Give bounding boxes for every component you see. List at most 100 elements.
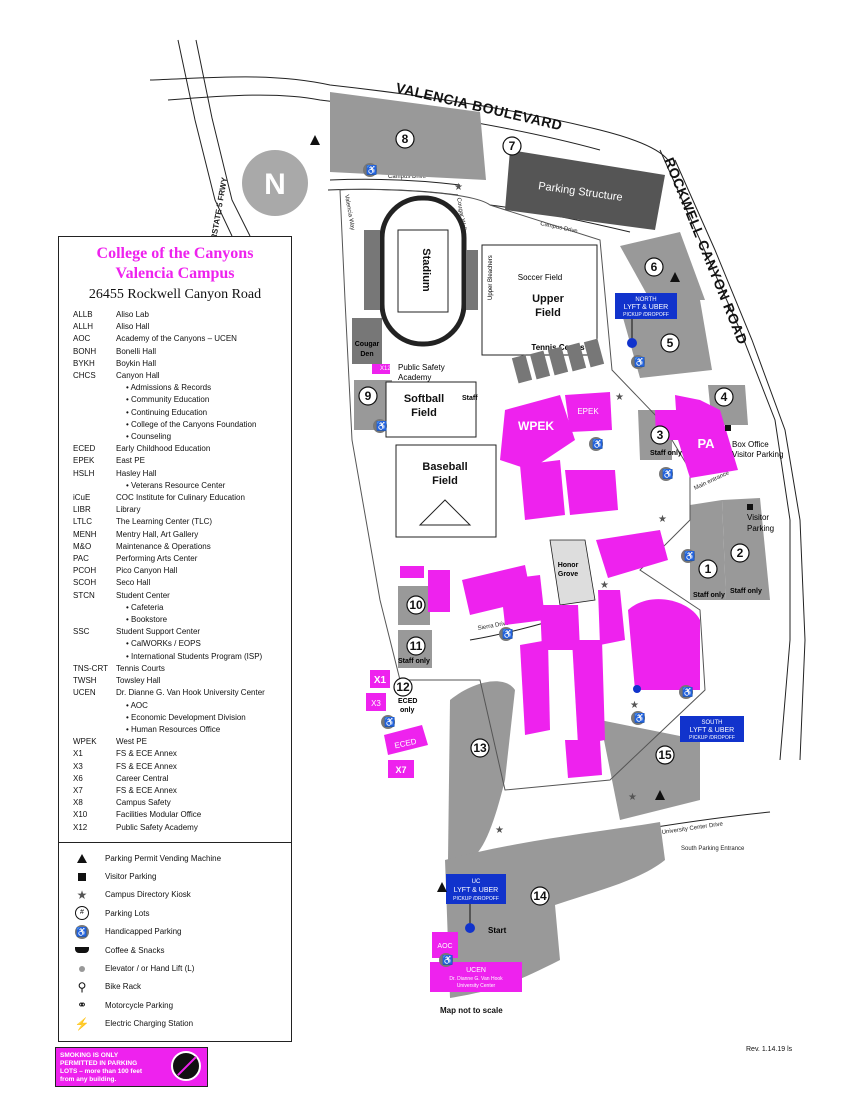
building-code [73,419,116,431]
lot-marker [406,636,426,656]
building-row: International Students Program (ISP) [73,651,288,663]
campus-outline [339,188,706,791]
svg-text:NORTH: NORTH [635,297,656,303]
building-name: Boykin Hall [116,358,157,368]
lot-marker [395,129,415,149]
svg-text:X1: X1 [374,675,387,686]
symbol-row: ★Campus Directory Kiosk [69,886,284,904]
building-name: Dr. Dianne G. Van Hook University Center [116,688,265,698]
svg-text:♿: ♿ [442,954,453,965]
building-name: Economic Development Division [116,712,288,724]
building-code [73,638,116,650]
svg-text:Field: Field [411,407,437,419]
building-code: BONH [73,346,97,356]
lot-marker [644,257,664,277]
svg-text:Staff only: Staff only [650,450,682,457]
lot-number: 14 [533,889,547,903]
building-code: ALLH [73,322,94,332]
misc-labels: Staff only Staff only Staff only Staff o… [398,395,783,714]
lot-number: 2 [737,546,744,560]
building-code: X3 [73,761,83,771]
building-name: AOC [116,700,288,712]
kiosk-icon: ★ [615,392,624,403]
legend-title-line2: Valencia Campus [115,265,235,282]
handicapped-parking-icon: ♿ [75,924,89,939]
svg-text:Staff only: Staff only [693,592,725,599]
building-row: AOC [73,700,288,712]
symbol-row: Coffee & Snacks [69,941,284,959]
no-smoking-line2: PERMITTED IN PARKING [60,1060,138,1067]
lot-number: 1 [705,562,712,576]
svg-text:AOC: AOC [437,943,452,950]
lot-marker [650,425,670,445]
building-name: Human Resources Office [116,724,288,736]
canyon-hall-building [596,530,668,578]
map-symbols: ★ ★ ★ ★ ★ ★ ★ ♿♿ ♿♿ ♿♿ ♿♿ ♿♿ ♿ [310,135,753,967]
building-name: Career Central [116,773,169,783]
svg-text:♿: ♿ [634,356,645,367]
svg-text:Field: Field [535,307,561,319]
building-code: BYKH [73,358,95,368]
rideshare-north: NORTH LYFT & UBER PICKUP /DROPOFF [615,293,677,348]
lot-number: 7 [509,139,516,153]
building-name: Towsley Hall [116,676,161,686]
building-name: Library [116,505,141,515]
valencia-way-label: Valencia Way [343,194,355,231]
svg-text:♿: ♿ [682,686,693,697]
svg-text:♿: ♿ [502,628,513,639]
x6-building [400,566,424,578]
building-code: LTLC [73,517,92,527]
svg-text:Softball: Softball [404,393,444,405]
x3-building [366,693,386,711]
building-row: Human Resources Office [73,724,288,736]
building-name: Student Support Center [116,627,201,637]
no-smoking-line4: from any building. [60,1076,117,1083]
no-smoking-line1: SMOKING IS ONLY [60,1052,119,1059]
symbol-label: Bike Rack [105,982,142,992]
x1-building [370,670,390,688]
building-row: Admissions & Records [73,382,288,394]
lot-marker [470,738,490,758]
library-building [628,599,700,690]
building-code: ALLB [73,310,93,319]
handicapped-glyphs: ♿♿ ♿♿ ♿♿ ♿♿ ♿♿ ♿ [366,164,695,965]
no-smoking-icon [171,1051,201,1081]
building-row: Bookstore [73,614,288,626]
building-row: CalWORKs / EOPS [73,638,288,650]
north-arrow: N [242,150,308,216]
building-code [73,480,116,492]
building-row: College of the Canyons Foundation [73,419,288,431]
lot-number: 13 [473,741,487,755]
svg-text:X3: X3 [371,699,381,708]
building-code: X10 [73,810,88,820]
building-code: SSC [73,627,90,637]
svg-text:LYFT & UBER: LYFT & UBER [454,887,498,894]
building-row: Economic Development Division [73,712,288,724]
svg-text:Staff only: Staff only [398,658,430,665]
lot-number: 15 [658,748,672,762]
parking-structure: Parking Structure [505,150,665,230]
symbol-row: Visitor Parking [69,867,284,885]
lot-13-area [448,681,515,860]
building-name: Admissions & Records [116,382,288,394]
symbol-label: Motorcycle Parking [105,1000,174,1010]
building-code: CHCS [73,371,96,381]
lot-15-area [600,720,700,820]
ucen-building [430,962,522,992]
building-name: Cafeteria [116,602,288,614]
bike-rack-icon: ⚲ [77,979,87,994]
rideshare-south: SOUTH LYFT & UBER PICKUP /DROPOFF [633,685,744,742]
x10-building [428,570,450,612]
building-code: MENH [73,529,97,539]
vending-machine-icon [310,135,320,145]
building-name: Tennis Courts [116,663,165,673]
